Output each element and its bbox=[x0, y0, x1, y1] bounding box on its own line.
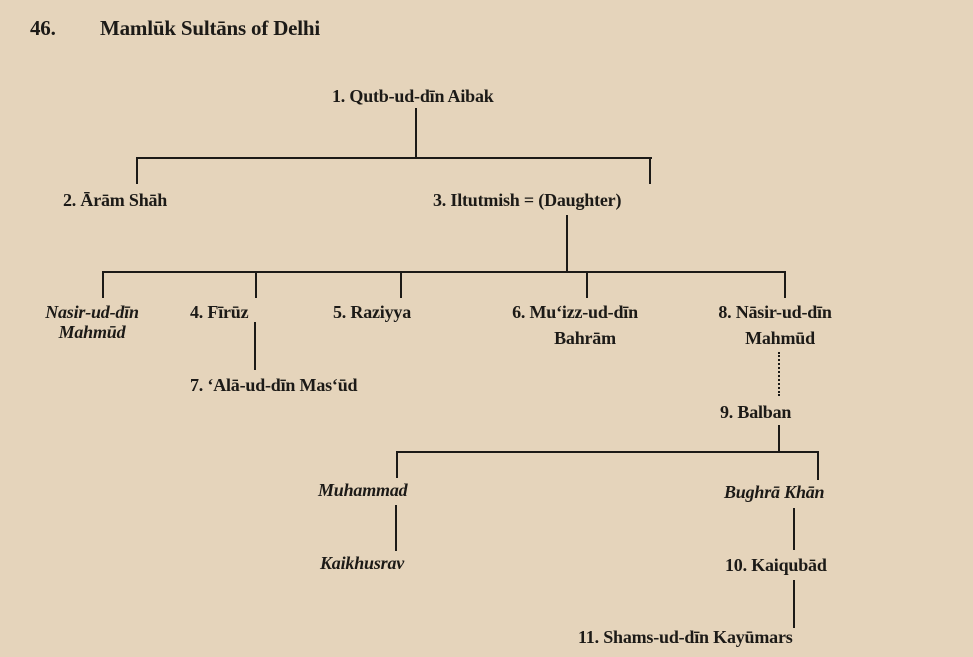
node-aram-shah: 2. Ārām Shāh bbox=[63, 190, 168, 210]
node-ala-ud-din-masud: 7. ‘Alā-ud-dīn Mas‘ūd bbox=[190, 375, 358, 395]
node-shams-ud-din-kayumars: 11. Shams-ud-dīn Kayūmars bbox=[578, 627, 793, 647]
connector-line bbox=[103, 271, 786, 273]
connector-line bbox=[396, 451, 398, 478]
node-nasir-ud-din-mahmud-1-line1: Nasir-ud-dīn bbox=[45, 302, 139, 322]
connector-line bbox=[784, 271, 786, 298]
connector-line bbox=[566, 215, 568, 272]
connector-line bbox=[793, 508, 795, 550]
connector-line bbox=[586, 271, 588, 298]
node-bughra-khan: Bughrā Khān bbox=[724, 482, 825, 502]
dotted-connector-line bbox=[778, 352, 780, 396]
connector-line bbox=[778, 425, 780, 452]
node-kaikhusrav: Kaikhusrav bbox=[320, 553, 405, 573]
node-nasir-ud-din-mahmud-1-line2: Mahmūd bbox=[58, 322, 126, 342]
node-muizz-line2: Bahrām bbox=[554, 328, 616, 348]
connector-line bbox=[793, 580, 795, 628]
connector-line bbox=[102, 271, 104, 298]
connector-line bbox=[395, 505, 397, 551]
node-iltutmish: 3. Iltutmish = (Daughter) bbox=[433, 190, 622, 210]
title-number: 46. bbox=[30, 16, 56, 40]
node-nasir-ud-din-mahmud-8-line2: Mahmūd bbox=[745, 328, 815, 348]
connector-line bbox=[400, 271, 402, 298]
connector-line bbox=[254, 322, 256, 370]
connector-line bbox=[649, 157, 651, 184]
connector-line bbox=[817, 451, 819, 480]
connector-line bbox=[137, 157, 652, 159]
node-muizz-line1: 6. Mu‘izz-ud-dīn bbox=[512, 302, 638, 322]
node-raziyya: 5. Raziyya bbox=[333, 302, 411, 322]
node-qutb-ud-din-aibak: 1. Qutb-ud-dīn Aibak bbox=[332, 86, 494, 106]
diagram-title: Mamlūk Sultāns of Delhi bbox=[100, 16, 321, 40]
node-balban: 9. Balban bbox=[720, 402, 792, 422]
node-nasir-ud-din-mahmud-8-line1: 8. Nāsir-ud-dīn bbox=[718, 302, 832, 322]
node-firuz: 4. Fīrūz bbox=[190, 302, 249, 322]
node-muhammad: Muhammad bbox=[318, 480, 408, 500]
node-kaiqubad: 10. Kaiqubād bbox=[725, 555, 827, 575]
connector-line bbox=[136, 157, 138, 184]
connector-line bbox=[415, 108, 417, 159]
connector-line bbox=[255, 271, 257, 298]
connector-line bbox=[397, 451, 819, 453]
